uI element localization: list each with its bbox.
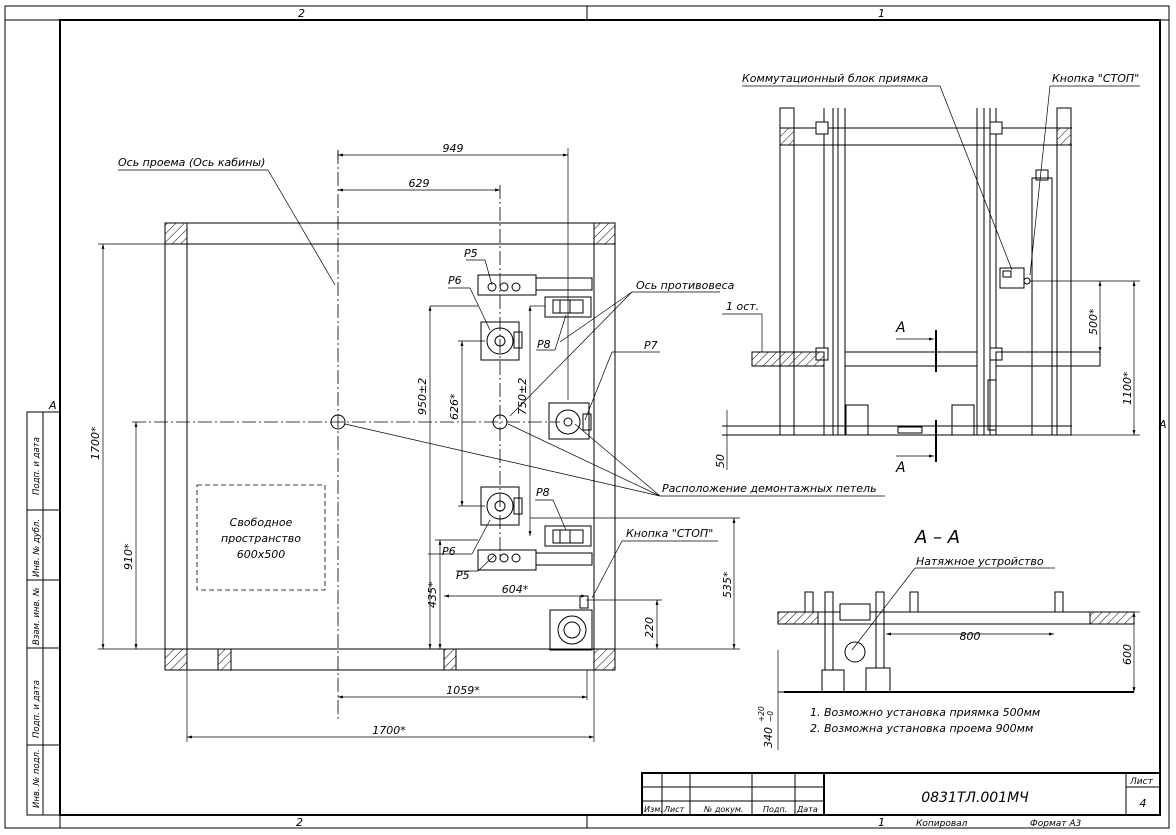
dim-800: 800 <box>960 630 981 643</box>
label-p5-top: P5 <box>464 247 478 260</box>
dim-626: 626* <box>448 393 461 420</box>
col-date: Дата <box>796 805 818 814</box>
zone-right: A <box>1158 418 1167 431</box>
dim-50: 50 <box>714 454 727 468</box>
stamp-orig-inv: Инв. № подл. <box>32 749 42 808</box>
label-p8-top: P8 <box>537 338 551 351</box>
label-p8-bottom: P8 <box>536 486 550 499</box>
sheet-label: Лист <box>1129 777 1154 787</box>
note-1: 1. Возможно установка приямка 500мм <box>810 706 1040 719</box>
col-sign: Подп. <box>763 805 787 814</box>
tension-device-label: Натяжное устройство <box>916 555 1044 568</box>
dim-340-tol-lower: −0 <box>766 711 775 722</box>
title-block <box>641 772 1161 816</box>
label-p6-top: P6 <box>448 274 462 287</box>
plan-view <box>98 148 885 742</box>
dim-750: 750±2 <box>516 378 529 415</box>
dim-220: 220 <box>643 617 656 638</box>
section-mark-bottom: A <box>895 460 906 476</box>
format-label: Формат А3 <box>1030 819 1082 829</box>
stamp-dup-inv: Инв. № дубл. <box>32 519 42 577</box>
free-space-line3: 600x500 <box>237 548 286 561</box>
plan-stop-button-label: Кнопка "СТОП" <box>626 527 713 540</box>
stamp-repl-inv: Взам. инв. № <box>32 587 42 645</box>
dim-600: 600 <box>1121 644 1134 665</box>
dim-604: 604* <box>502 583 529 596</box>
dim-950: 950±2 <box>416 378 429 415</box>
dim-1700-vertical: 1700* <box>89 426 102 460</box>
sheet-number: 4 <box>1140 797 1147 810</box>
dim-1700-horizontal: 1700* <box>372 724 406 737</box>
note-2: 2. Возможна установка проема 900мм <box>810 722 1033 735</box>
stamp-sign-date-1: Подп. и дата <box>32 437 42 495</box>
opening-axis-label: Ось проема (Ось кабины) <box>118 156 265 169</box>
counterweight-axis-label: Ось противовеса <box>636 279 735 292</box>
zone-bottom-left: 2 <box>296 816 303 829</box>
side-stamp <box>26 411 61 816</box>
col-change: Изм. <box>644 805 663 814</box>
zone-left: A <box>48 399 57 412</box>
dim-340-tol-upper: +20 <box>757 706 766 722</box>
col-sheet: Лист <box>663 805 685 814</box>
elevation-stop-button-label: Кнопка "СТОП" <box>1052 72 1139 85</box>
zone-bottom-right: 1 <box>878 816 885 829</box>
zone-top-left: 2 <box>298 7 305 20</box>
label-p7: P7 <box>644 339 658 352</box>
section-view <box>777 567 1140 750</box>
free-space-line2: пространство <box>221 532 301 545</box>
dim-435: 435* <box>426 581 439 608</box>
dim-500: 500* <box>1087 308 1100 335</box>
dim-1100: 1100* <box>1121 371 1134 405</box>
free-space-line1: Свободное <box>230 516 293 529</box>
zone-top-right: 1 <box>878 7 885 20</box>
drawing-designation: 0831ТЛ.001МЧ <box>921 790 1029 806</box>
section-title: A – A <box>914 527 960 548</box>
dim-910: 910* <box>122 543 135 570</box>
dismantling-loops-label: Расположение демонтажных петель <box>662 482 877 495</box>
col-doc-no: № докум. <box>703 805 743 814</box>
copied-label: Копировал <box>916 819 968 829</box>
dim-629: 629 <box>409 177 430 190</box>
pit-block-label: Коммутационный блок приямка <box>742 72 928 85</box>
dim-949: 949 <box>443 142 464 155</box>
dim-1059: 1059* <box>446 684 480 697</box>
elevation-view <box>722 85 1140 470</box>
label-p5-bottom: P5 <box>456 569 470 582</box>
stamp-sign-date-2: Подп. и дата <box>32 680 42 738</box>
dim-535: 535* <box>721 571 734 598</box>
dim-340: 340 <box>762 727 775 748</box>
section-mark-top: A <box>895 320 906 336</box>
floor-label: 1 ост. <box>726 300 759 313</box>
label-p6-bottom: P6 <box>442 545 456 558</box>
